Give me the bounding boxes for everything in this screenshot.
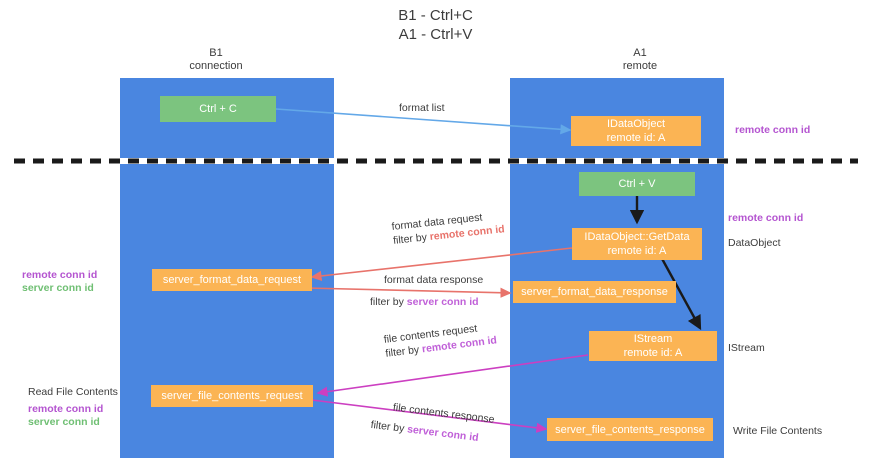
lane-a1-bottom <box>510 164 724 458</box>
node-ctrl-v[interactable]: Ctrl + V <box>579 172 695 196</box>
filter-prefix-2: filter by <box>370 296 407 308</box>
annotation-left-remote-conn-id-mid: remote conn id <box>22 269 98 281</box>
annotation-left-server-conn-id-mid: server conn id <box>22 282 94 294</box>
annotation-left-remote-conn-id-bottom: remote conn id <box>28 403 104 415</box>
node-idataobject-getdata[interactable]: IDataObject::GetData remote id: A <box>572 228 702 260</box>
lane-title-a1: A1 remote <box>622 47 658 72</box>
edge-label-format-data-response: format data response <box>384 274 484 286</box>
annotation-left-server-conn-id-bottom: server conn id <box>28 416 100 428</box>
edge-label-format-list: format list <box>399 102 445 114</box>
filter-key-4: server conn id <box>406 423 480 444</box>
filter-prefix-4: filter by <box>369 418 408 436</box>
node-server-format-data-response[interactable]: server_format_data_response <box>513 281 676 303</box>
annotation-istream: IStream <box>728 342 765 354</box>
filter-prefix-1: filter by <box>392 231 431 247</box>
annotation-write-file-contents: Write File Contents <box>733 425 823 437</box>
filter-key-2: server conn id <box>406 296 479 308</box>
edge-label-format-data-response-filter: filter by server conn id <box>370 287 483 309</box>
annotation-remote-conn-id-top: remote conn id <box>735 124 811 136</box>
annotation-dataobject: DataObject <box>728 237 781 249</box>
node-istream[interactable]: IStream remote id: A <box>589 331 717 361</box>
node-server-format-data-request[interactable]: server_format_data_request <box>152 269 312 291</box>
diagram-title: B1 - Ctrl+C A1 - Ctrl+V <box>398 7 473 43</box>
node-server-file-contents-request[interactable]: server_file_contents_request <box>151 385 313 407</box>
node-server-file-contents-response[interactable]: server_file_contents_response <box>547 418 713 441</box>
node-ctrl-c[interactable]: Ctrl + C <box>160 96 276 122</box>
node-idataobject[interactable]: IDataObject remote id: A <box>571 116 701 146</box>
annotation-read-file-contents: Read File Contents <box>28 386 118 398</box>
lane-b1-bottom <box>120 164 334 458</box>
annotation-remote-conn-id-mid: remote conn id <box>728 212 804 224</box>
lane-title-b1: B1 connection <box>189 47 243 72</box>
filter-prefix-3: filter by <box>384 343 423 360</box>
